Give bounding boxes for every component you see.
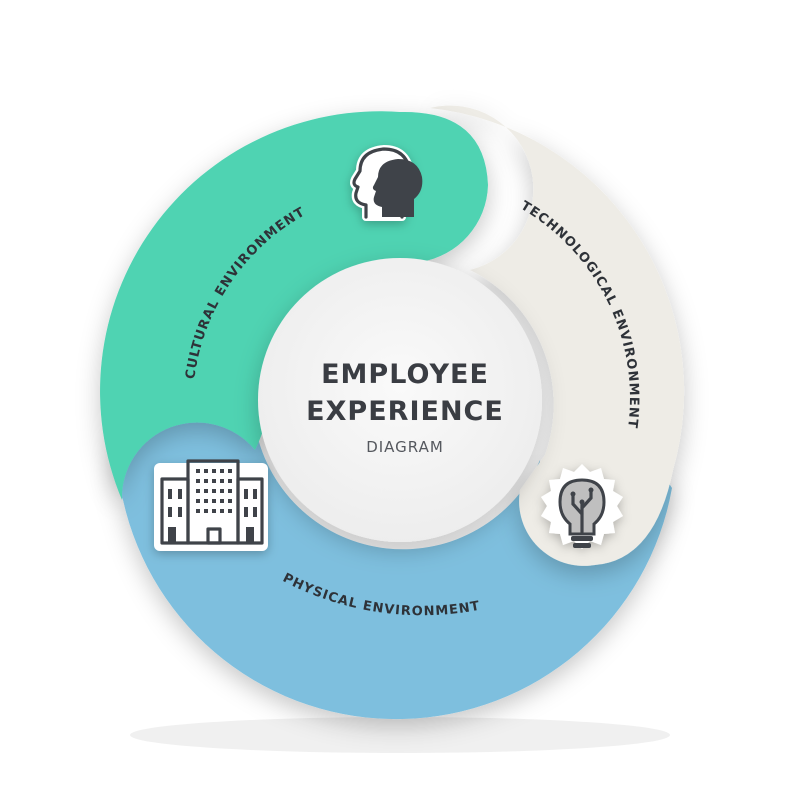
center-subtitle: DIAGRAM <box>366 438 444 456</box>
center-title-line2: EXPERIENCE <box>306 396 504 427</box>
center-circle <box>258 258 542 542</box>
buildings-icon <box>154 459 268 551</box>
head-icon <box>350 145 423 221</box>
lightbulb-icon <box>541 464 623 549</box>
segment-technological <box>430 105 685 566</box>
center-title-line1: EMPLOYEE <box>321 359 489 390</box>
